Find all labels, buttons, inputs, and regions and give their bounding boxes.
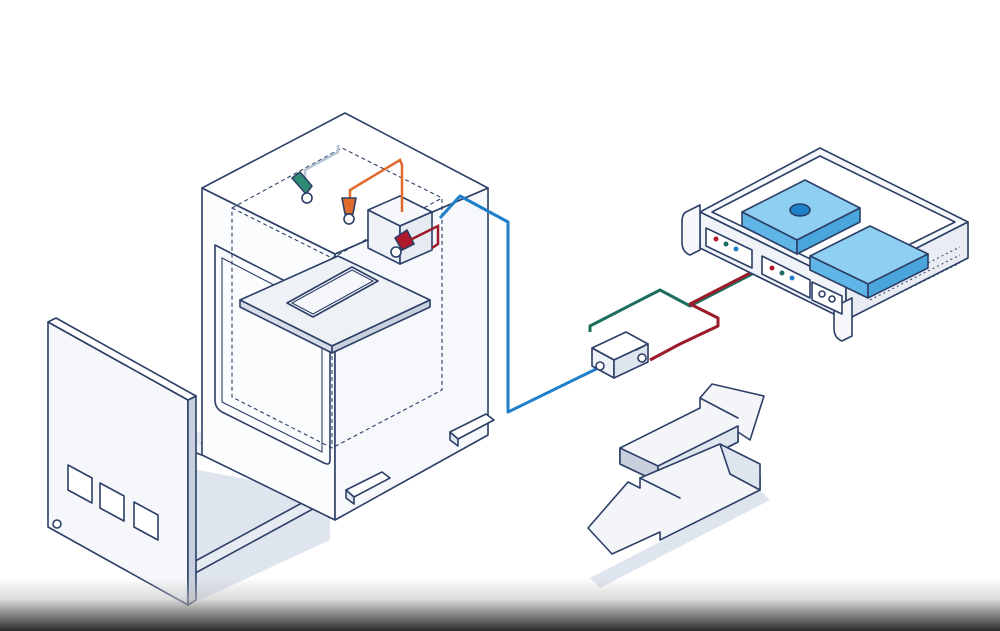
arrows-shadow — [590, 490, 770, 588]
rack-handle-left — [681, 204, 701, 256]
door-screw — [52, 519, 62, 529]
chamber-foot-1 — [345, 471, 391, 505]
door-cutout-1 — [67, 464, 93, 504]
arrow-left — [587, 443, 761, 555]
cable-red — [649, 262, 762, 362]
cable-green — [588, 262, 754, 332]
instrument-front-panel — [705, 227, 843, 315]
bottom-fade — [0, 578, 1000, 631]
probe-orange — [341, 197, 357, 215]
instrument-module-1 — [741, 179, 861, 255]
cable-blue — [438, 194, 603, 414]
door-edge — [187, 395, 197, 606]
rack-instrument-icon — [681, 147, 969, 342]
chamber-door-panel-icon — [47, 317, 330, 606]
rf-probe-icon — [291, 171, 415, 258]
chamber-foot-2 — [449, 413, 495, 447]
instrument-module-2 — [809, 225, 929, 299]
door-face — [47, 321, 189, 606]
probe-red — [394, 229, 415, 251]
bidirectional-arrows-icon — [587, 383, 770, 588]
probe-stem-orange — [348, 158, 404, 212]
cable-red-inner — [409, 223, 440, 250]
door-cutout-3 — [133, 501, 159, 541]
environmental-chamber-icon — [201, 112, 495, 521]
phone-on-shelf-icon — [286, 266, 379, 318]
chamber-inner-volume — [231, 147, 443, 449]
probe-green — [291, 171, 313, 195]
rf-splitter-icon — [591, 331, 649, 379]
door-cutout-2 — [99, 482, 125, 522]
